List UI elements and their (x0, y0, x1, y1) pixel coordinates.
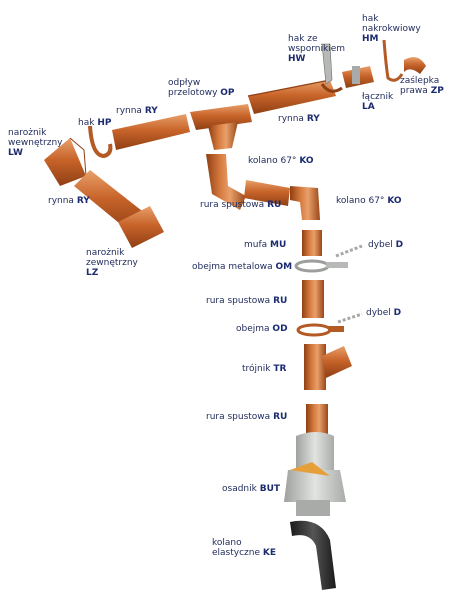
elbow-ko-1 (206, 154, 290, 210)
end-cap-zp (404, 57, 426, 74)
label-ko-2: kolano 67° KO (336, 196, 402, 206)
label-lw: narożnik wewnętrzny LW (8, 128, 63, 158)
label-la: łącznik LA (362, 92, 394, 112)
label-od: obejma OD (236, 324, 288, 334)
inner-corner-lw (44, 137, 87, 186)
label-d-2: dybel D (366, 308, 402, 318)
gutter-ry-left (74, 170, 146, 232)
label-hw: hak ze wspornikiem HW (288, 34, 346, 64)
label-ry-left: rynna RY (48, 196, 90, 206)
dowel-d-1 (335, 244, 363, 258)
hook-hw (320, 43, 343, 93)
connector-la (342, 66, 374, 88)
label-om: obejma metalowa OM (192, 262, 293, 272)
outlet-op (190, 104, 252, 150)
label-ke: kolano elastyczne KE (212, 538, 277, 558)
label-hm: hak nakrokwiowy HM (362, 14, 421, 44)
sleeve-mu (302, 230, 322, 256)
label-tr: trójnik TR (242, 364, 287, 374)
label-d-1: dybel D (368, 240, 404, 250)
label-mu: mufa MU (244, 240, 287, 250)
downpipe-ru-2 (302, 280, 324, 318)
label-ko-1: kolano 67° KO (248, 156, 314, 166)
label-ru-3: rura spustowa RU (206, 412, 288, 422)
label-lz: narożnik zewnętrzny LZ (86, 248, 138, 278)
label-op: odpływ przelotowy OP (168, 78, 235, 98)
label-ru-2: rura spustowa RU (206, 296, 288, 306)
gutter-ry-top-right (247, 79, 336, 114)
elbow-ko-2 (290, 186, 320, 220)
label-ry-top-right: rynna RY (278, 114, 320, 124)
hook-hp (88, 125, 113, 159)
flexible-elbow-ke (290, 520, 336, 590)
gutter-ry-top-left (112, 114, 190, 150)
sediment-tank-but (284, 432, 346, 516)
label-hp: hak HP (78, 118, 112, 128)
clamp-od (296, 323, 344, 337)
label-ru-1: rura spustowa RU (200, 200, 282, 210)
outer-corner-lz (118, 206, 164, 248)
metal-clamp-om (294, 259, 348, 273)
label-zp: zaślepka prawa ZP (400, 76, 444, 96)
dowel-d-2 (337, 312, 363, 324)
tee-tr (304, 344, 352, 390)
hook-hm (382, 39, 404, 82)
label-but: osadnik BUT (222, 484, 281, 494)
label-ry-top-left: rynna RY (116, 106, 158, 116)
